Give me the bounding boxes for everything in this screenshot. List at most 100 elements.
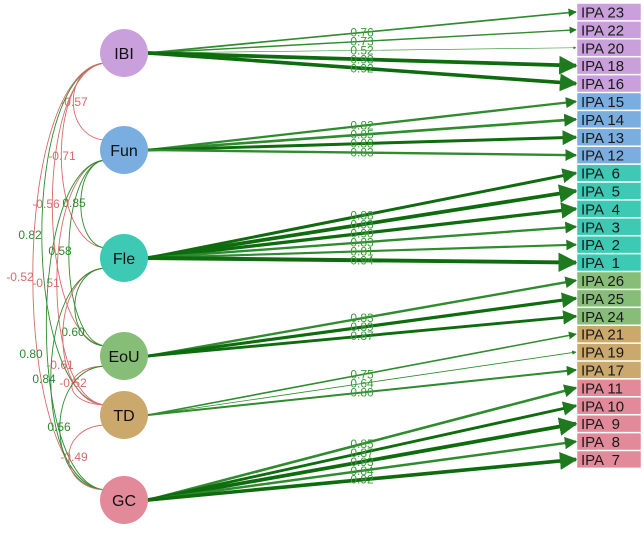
loading-value-ipa15: 0.82 bbox=[350, 119, 374, 133]
indicator-label-ipa9: IPA 9 bbox=[581, 416, 620, 433]
indicator-box-ipa19 bbox=[576, 343, 642, 361]
covariance-path-fle-eou bbox=[74, 265, 108, 349]
loading-path-gc-ipa8 bbox=[147, 436, 578, 502]
covariance-value-ibi-fle: -0.71 bbox=[48, 149, 76, 163]
indicator-box-ipa14 bbox=[576, 110, 642, 129]
covariance-path-td-gc bbox=[68, 422, 108, 493]
factor-label-ibi: IBI bbox=[114, 46, 134, 63]
indicator-label-ipa1: IPA 1 bbox=[581, 255, 620, 272]
covariance-value-fle-gc: 0.84 bbox=[32, 372, 56, 386]
loading-value-ipa10: 0.87 bbox=[350, 446, 374, 460]
loading-value-ipa17: 0.80 bbox=[350, 385, 374, 399]
loading-path-ibi-ipa20 bbox=[147, 46, 577, 54]
indicator-label-ipa6: IPA 6 bbox=[581, 166, 620, 183]
loading-value-ipa9: 0.93 bbox=[350, 455, 374, 469]
factor-label-td: TD bbox=[113, 408, 134, 425]
indicator-box-ipa26 bbox=[576, 271, 642, 290]
loading-value-ipa4: 0.90 bbox=[350, 226, 374, 240]
covariance-value-fle-td: -0.61 bbox=[46, 358, 74, 372]
indicator-box-ipa5 bbox=[576, 182, 642, 200]
loading-value-ipa8: 0.84 bbox=[350, 464, 374, 478]
covariance-path-eou-gc bbox=[59, 363, 108, 493]
loading-value-ipa26: 0.83 bbox=[350, 311, 374, 325]
indicator-box-ipa12 bbox=[576, 146, 642, 164]
indicator-box-ipa21 bbox=[576, 325, 642, 343]
factor-node-gc bbox=[100, 476, 148, 524]
loading-value-ipa25: 0.89 bbox=[350, 320, 374, 334]
loading-value-ipa11: 0.85 bbox=[350, 437, 374, 451]
loading-value-ipa13: 0.88 bbox=[350, 137, 374, 151]
loading-value-ipa3: 0.83 bbox=[350, 235, 374, 249]
loading-value-ipa14: 0.85 bbox=[350, 128, 374, 142]
loading-path-eou-ipa26 bbox=[147, 276, 578, 358]
loading-value-ipa5: 0.93 bbox=[350, 217, 374, 231]
covariance-path-fun-eou bbox=[68, 157, 108, 349]
factor-node-ibi bbox=[100, 29, 148, 77]
covariance-path-fun-fle bbox=[80, 157, 108, 251]
factor-node-fle bbox=[100, 234, 148, 282]
indicator-box-ipa23 bbox=[576, 3, 642, 21]
indicator-box-ipa3 bbox=[576, 218, 642, 236]
indicator-label-ipa7: IPA 7 bbox=[581, 452, 620, 469]
indicator-box-ipa4 bbox=[576, 200, 642, 218]
indicator-label-ipa14: IPA 14 bbox=[581, 112, 624, 129]
loading-path-gc-ipa7 bbox=[147, 452, 578, 502]
factor-node-fun bbox=[100, 126, 148, 174]
loading-path-eou-ipa25 bbox=[147, 292, 578, 358]
loading-value-ipa16: 0.92 bbox=[350, 61, 374, 75]
covariance-path-fun-td bbox=[56, 157, 108, 408]
indicator-box-ipa7 bbox=[576, 450, 642, 469]
loading-value-ipa23: 0.76 bbox=[350, 25, 374, 39]
loading-path-gc-ipa9 bbox=[147, 417, 578, 502]
factor-label-gc: GC bbox=[112, 493, 136, 510]
loading-path-gc-ipa11 bbox=[147, 384, 578, 502]
indicator-label-ipa12: IPA 12 bbox=[581, 148, 624, 165]
indicator-box-ipa24 bbox=[576, 307, 642, 325]
covariance-value-ibi-fun: -0.57 bbox=[60, 95, 88, 109]
loading-path-fle-ipa1 bbox=[147, 252, 578, 273]
loading-path-eou-ipa24 bbox=[147, 310, 578, 358]
loading-value-ipa22: 0.73 bbox=[350, 34, 374, 48]
indicator-label-ipa19: IPA 19 bbox=[581, 345, 624, 362]
loading-value-ipa7: 0.92 bbox=[350, 473, 374, 487]
loading-path-td-ipa21 bbox=[147, 331, 577, 416]
covariance-value-ibi-gc: -0.52 bbox=[6, 270, 34, 284]
loading-path-fle-ipa2 bbox=[147, 239, 578, 260]
indicator-label-ipa18: IPA 18 bbox=[581, 58, 624, 75]
loading-path-td-ipa19 bbox=[147, 350, 577, 416]
factor-label-eou: EoU bbox=[108, 349, 139, 366]
indicator-box-ipa2 bbox=[576, 235, 642, 254]
loading-path-fle-ipa5 bbox=[147, 184, 578, 260]
loading-value-ipa24: 0.87 bbox=[350, 329, 374, 343]
indicator-label-ipa21: IPA 21 bbox=[581, 327, 624, 344]
indicator-label-ipa5: IPA 5 bbox=[581, 183, 620, 200]
indicator-label-ipa26: IPA 26 bbox=[581, 273, 624, 290]
indicator-box-ipa15 bbox=[576, 92, 642, 111]
indicator-label-ipa3: IPA 3 bbox=[581, 219, 620, 236]
indicator-label-ipa10: IPA 10 bbox=[581, 398, 624, 415]
indicator-label-ipa16: IPA 16 bbox=[581, 76, 624, 93]
loading-path-fle-ipa4 bbox=[147, 202, 578, 260]
loading-path-fle-ipa6 bbox=[147, 168, 578, 260]
indicator-box-ipa6 bbox=[576, 164, 642, 182]
indicator-label-ipa4: IPA 4 bbox=[581, 201, 620, 218]
indicator-label-ipa22: IPA 22 bbox=[581, 22, 624, 39]
loading-path-fun-ipa15 bbox=[147, 96, 578, 152]
indicator-box-ipa11 bbox=[576, 379, 642, 397]
loading-value-ipa19: 0.64 bbox=[350, 377, 374, 391]
indicator-box-ipa13 bbox=[576, 128, 642, 146]
loading-value-ipa6: 0.88 bbox=[350, 209, 374, 223]
covariance-value-ibi-td: 0.82 bbox=[18, 228, 42, 242]
loading-path-ibi-ipa16 bbox=[147, 51, 578, 92]
indicator-box-ipa10 bbox=[576, 397, 642, 415]
indicator-box-ipa9 bbox=[576, 414, 642, 433]
indicator-box-ipa18 bbox=[576, 56, 642, 75]
indicator-label-ipa13: IPA 13 bbox=[581, 130, 624, 147]
factor-label-fle: Fle bbox=[113, 251, 135, 268]
loading-value-ipa1: 0.94 bbox=[350, 253, 374, 267]
loading-path-gc-ipa10 bbox=[147, 401, 578, 502]
covariance-path-fun-gc bbox=[45, 157, 108, 493]
